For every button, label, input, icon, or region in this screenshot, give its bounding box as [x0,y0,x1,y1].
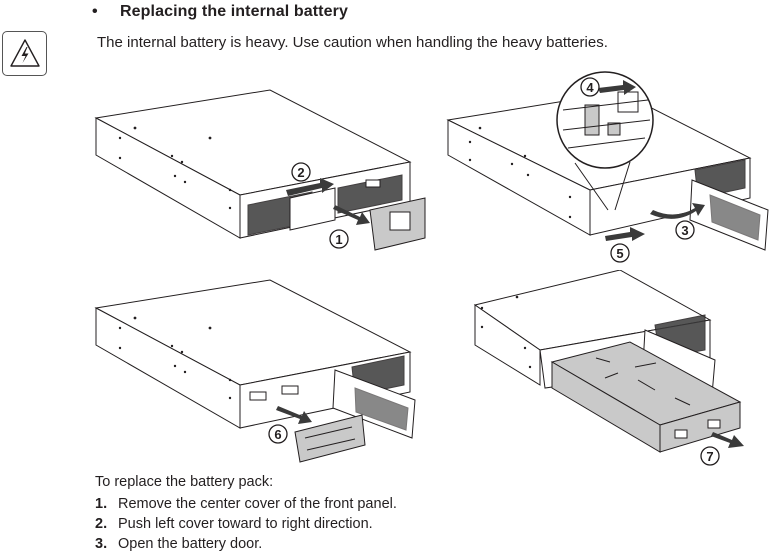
battery-pack [550,341,742,453]
step-item: 1.Remove the center cover of the front p… [95,496,397,512]
callout-2: 2 [291,162,311,182]
magnified-connector-detail [556,71,654,211]
svg-text:5: 5 [616,246,623,261]
arrow-pull-out [711,432,744,448]
callout-6: 6 [268,424,288,444]
svg-text:6: 6 [274,427,281,442]
figure-pull-battery-out: 7 [473,270,744,466]
callout-1: 1 [329,229,349,249]
left-cover [294,414,366,463]
callout-3: 3 [675,220,695,240]
ups-unit [94,279,416,439]
svg-text:3: 3 [681,223,688,238]
instruction-steps: 1.Remove the center cover of the front p… [95,494,397,554]
arrow-door-open [650,203,705,219]
ups-unit [94,89,412,239]
section-heading: • Replacing the internal battery [92,3,348,21]
figure-open-battery-door: 4 3 5 [446,71,769,263]
svg-text:4: 4 [586,80,594,95]
arrow-pull-out [276,406,312,424]
arrow-push-right [286,178,334,196]
callout-5: 5 [610,243,630,263]
callout-7: 7 [700,446,720,466]
center-cover [369,197,426,251]
svg-text:7: 7 [706,449,713,464]
step-item: 2.Push left cover toward to right direct… [95,516,373,532]
svg-text:2: 2 [297,165,304,180]
figure-remove-center-cover: 2 1 [94,89,426,251]
caution-text: The internal battery is heavy. Use cauti… [97,34,608,51]
step-item: 3.Open the battery door. [95,536,263,552]
arrow-pull-out [333,205,370,225]
figure-remove-left-cover: 6 [94,279,416,463]
bullet: • [92,3,98,20]
instructions-intro: To replace the battery pack: [95,474,274,490]
svg-text:1: 1 [335,232,342,247]
electrical-hazard-icon [2,31,47,76]
callout-4: 4 [580,77,600,97]
heading-text: Replacing the internal battery [120,3,348,20]
arrow-disconnect [598,80,636,95]
arrow-push-right [605,227,645,241]
